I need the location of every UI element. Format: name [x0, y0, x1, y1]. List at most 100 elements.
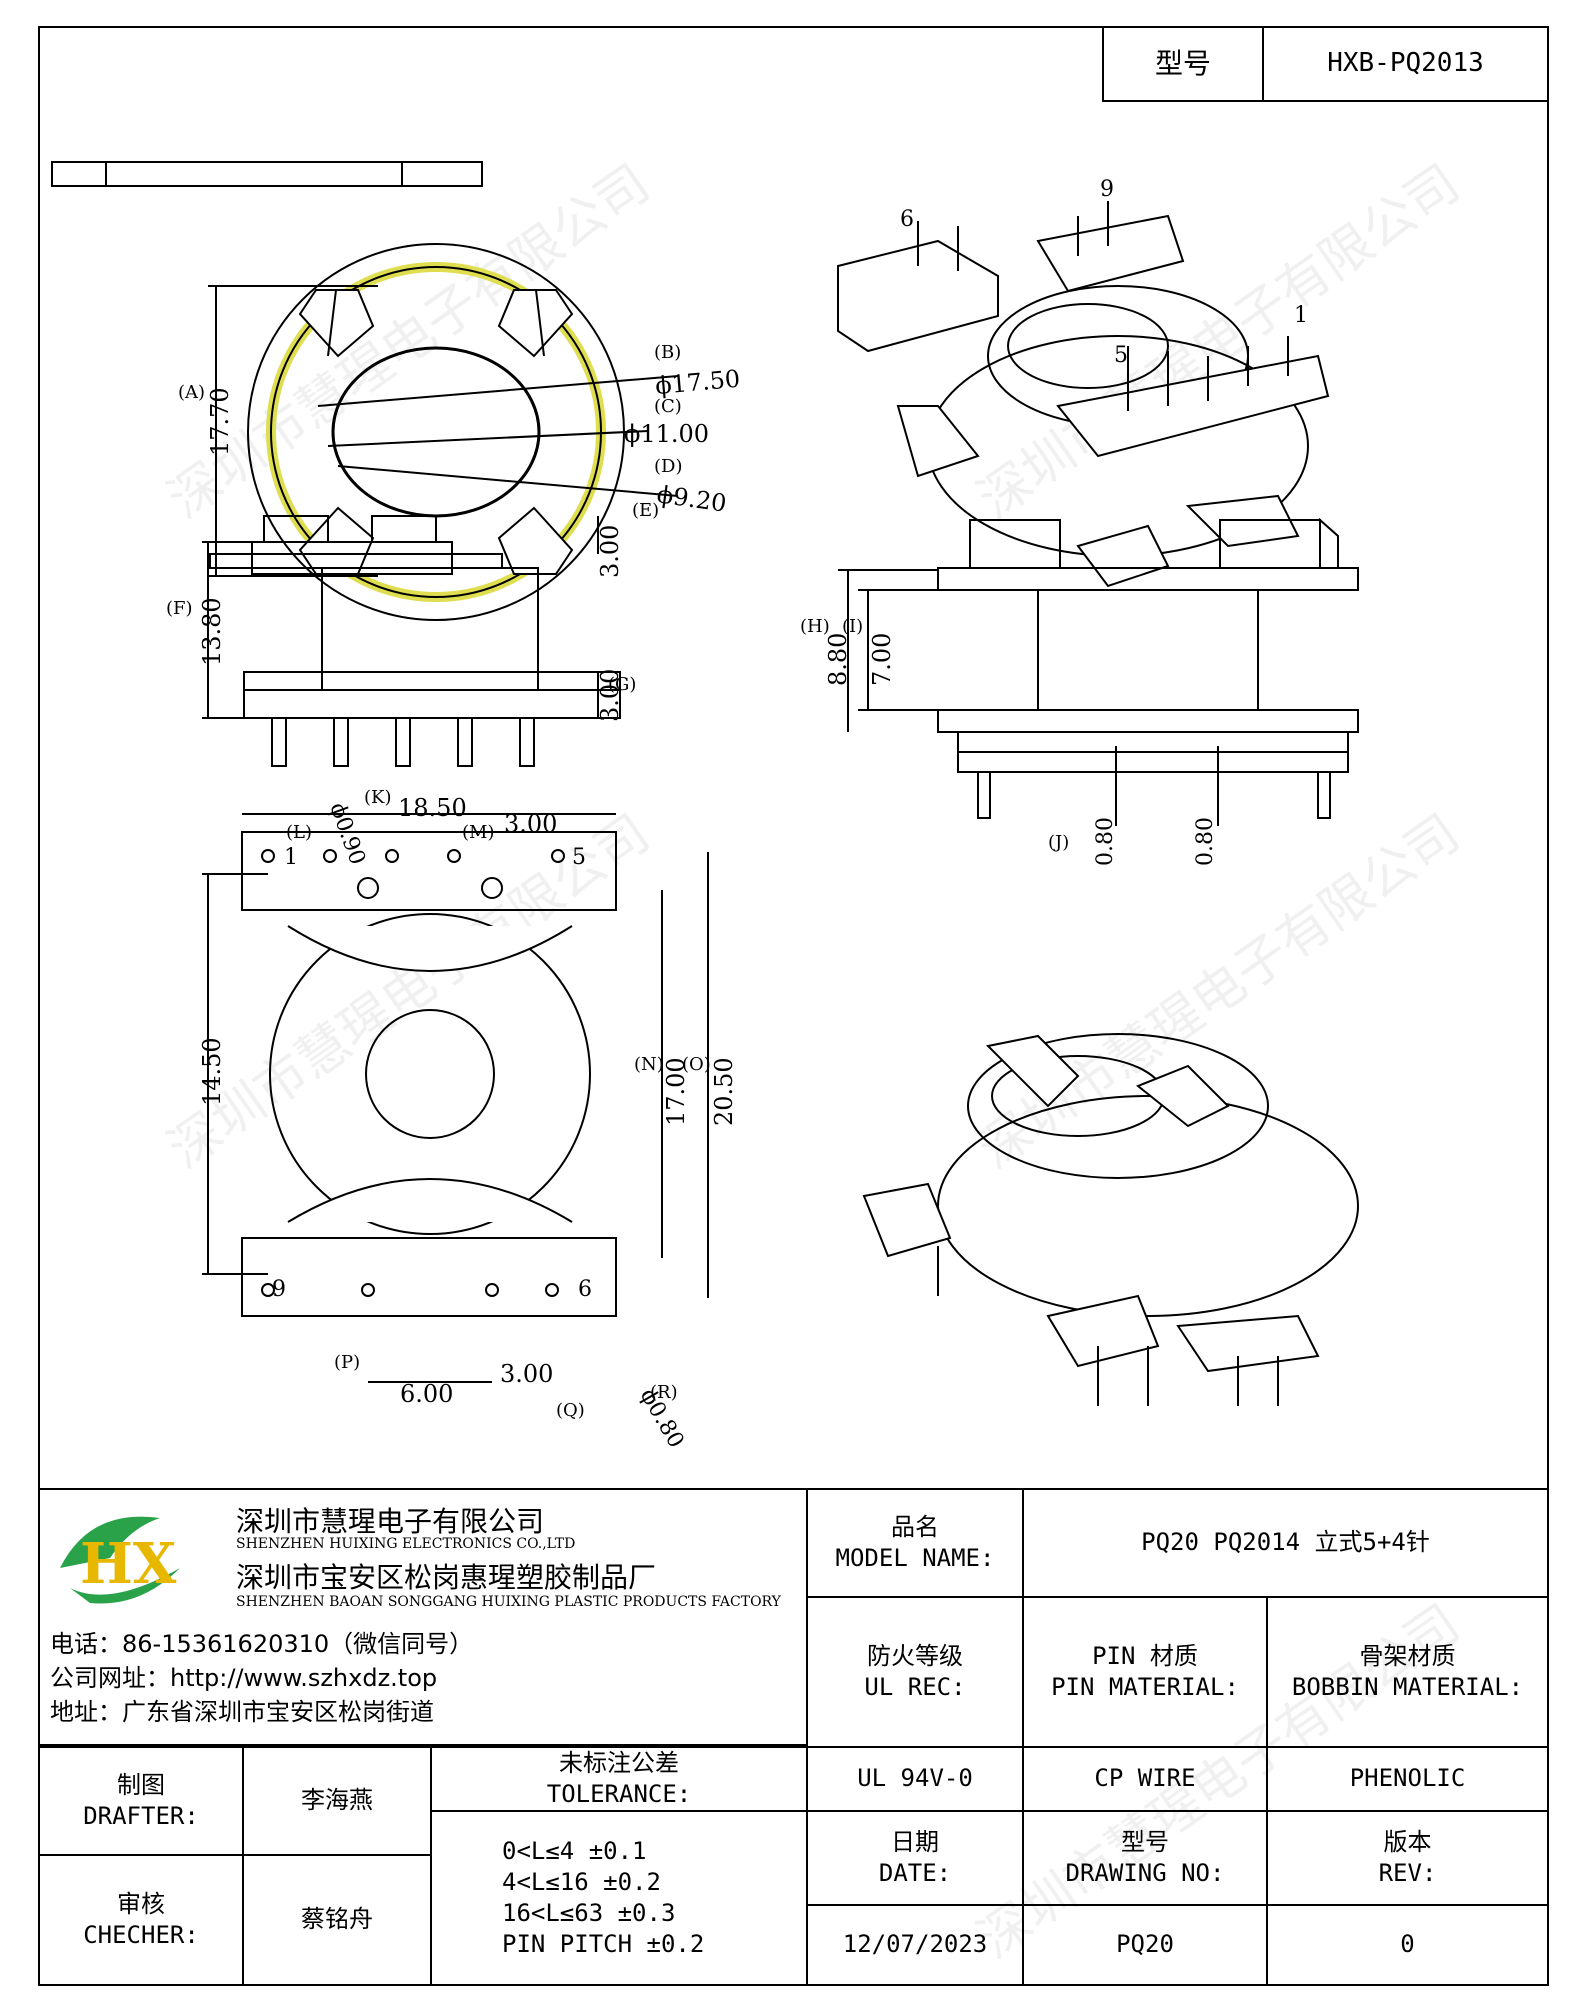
bobbin-material-value-cell: PHENOLIC — [1266, 1746, 1549, 1812]
tolerance-cn: 未标注公差 — [559, 1748, 679, 1777]
rev-en: REV: — [1378, 1859, 1437, 1887]
technical-drawing: (A) 17.70 (B) ϕ17.50 (C) ϕ11.00 (D) ϕ9.2… — [51, 161, 1359, 1452]
company-phone: 电话：86-15361620310（微信同号） — [50, 1630, 474, 1658]
model-name-value: PQ20 PQ2014 立式5+4针 — [1141, 1528, 1430, 1557]
label-F: (F) — [166, 598, 193, 619]
label-R: (R) — [650, 1382, 678, 1403]
front-view: (F) 13.80 (E) 3.00 (G) 3.00 — [166, 500, 659, 767]
dim-M: 3.00 — [504, 810, 557, 838]
label-M: (M) — [462, 822, 494, 843]
pin-material-value: CP WIRE — [1094, 1764, 1196, 1793]
rev-label-cell: 版本 REV: — [1266, 1810, 1549, 1906]
tolerance-line: PIN PITCH ±0.2 — [502, 1930, 705, 1959]
iso-pin-5: 5 — [1114, 343, 1128, 368]
dim-D: ϕ9.20 — [655, 480, 728, 517]
dim-I: 7.00 — [868, 633, 896, 686]
checker-label-cell: 审核 CHECHER: — [38, 1854, 244, 1986]
dim-J1: 0.80 — [1093, 817, 1118, 866]
pin-1: 1 — [284, 845, 298, 870]
pin-material-en: PIN MATERIAL: — [1051, 1673, 1239, 1701]
bobbin-material-en: BOBBIN MATERIAL: — [1291, 1673, 1524, 1701]
pin-6: 6 — [578, 1277, 592, 1302]
ul-label-en: UL REC: — [864, 1673, 966, 1701]
model-name-label-cell: 品名 MODEL NAME: — [806, 1488, 1024, 1598]
label-B: (B) — [654, 342, 681, 363]
tolerance-en: TOLERANCE: — [546, 1780, 692, 1808]
dim-A: 17.70 — [206, 387, 234, 456]
date-value: 12/07/2023 — [842, 1930, 988, 1959]
header-model-value-cell: HXB-PQ2013 — [1262, 26, 1549, 102]
isometric-view-top: 6 9 1 5 — [837, 177, 1330, 588]
label-Q: (Q) — [556, 1400, 585, 1421]
drawing-no-en: DRAWING NO: — [1065, 1859, 1225, 1887]
dim-J2: 0.80 — [1193, 817, 1218, 866]
dim-O: 20.50 — [710, 1057, 738, 1126]
model-name-value-cell: PQ20 PQ2014 立式5+4针 — [1022, 1488, 1549, 1598]
dim-K: 18.50 — [398, 794, 467, 822]
drawing-no-cn: 型号 — [1121, 1827, 1169, 1856]
ul-value: UL 94V-0 — [857, 1764, 973, 1793]
date-cn: 日期 — [891, 1827, 939, 1856]
company-website: 公司网址：http://www.szhxdz.top — [50, 1664, 438, 1692]
drawing-no-value: PQ20 — [1116, 1930, 1174, 1959]
ul-label-cell: 防火等级 UL REC: — [806, 1596, 1024, 1748]
company-info-block: HX 深圳市慧瑆电子有限公司 SHENZHEN HUIXING ELECTRON… — [38, 1488, 808, 1746]
isometric-view-bottom — [862, 1033, 1359, 1406]
model-name-en: MODEL NAME: — [835, 1544, 995, 1572]
company-name-cn: 深圳市慧瑆电子有限公司 — [236, 1505, 545, 1538]
drafter-cn: 制图 — [117, 1770, 165, 1799]
dim-C: ϕ11.00 — [624, 420, 709, 448]
pin-material-value-cell: CP WIRE — [1022, 1746, 1268, 1812]
tolerance-line: 16<L≤63 ±0.3 — [502, 1899, 676, 1927]
iso-pin-1: 1 — [1294, 303, 1308, 328]
company-address: 地址：广东省深圳市宝安区松岗街道 — [50, 1698, 434, 1726]
label-D: (D) — [654, 456, 682, 477]
drawing-no-value-cell: PQ20 — [1022, 1904, 1268, 1986]
label-H: (H) — [800, 616, 830, 637]
rev-value-cell: 0 — [1266, 1904, 1549, 1986]
pin-material-cn: PIN 材质 — [1092, 1641, 1198, 1670]
label-I: (I) — [842, 616, 863, 637]
dim-H: 8.80 — [824, 633, 852, 686]
drawing-no-label-cell: 型号 DRAWING NO: — [1022, 1810, 1268, 1906]
dim-B: ϕ17.50 — [654, 365, 741, 400]
bobbin-material-label-cell: 骨架材质 BOBBIN MATERIAL: — [1266, 1596, 1549, 1748]
top-view: (A) 17.70 (B) ϕ17.50 (C) ϕ11.00 (D) ϕ9.2… — [178, 243, 741, 621]
checker-name: 蔡铭舟 — [301, 1905, 373, 1934]
label-J: (J) — [1048, 832, 1069, 853]
drafter-en: DRAFTER: — [83, 1802, 199, 1830]
bobbin-material-value: PHENOLIC — [1349, 1764, 1466, 1793]
tolerance-label-cell: 未标注公差 TOLERANCE: — [430, 1746, 808, 1812]
label-K: (K) — [364, 787, 392, 808]
dim-P: 6.00 — [400, 1380, 453, 1408]
ul-label-cn: 防火等级 — [867, 1641, 963, 1670]
tolerance-line: 4<L≤16 ±0.2 — [502, 1867, 661, 1896]
checker-name-cell: 蔡铭舟 — [242, 1854, 432, 1986]
bobbin-material-cn: 骨架材质 — [1359, 1641, 1456, 1670]
tolerance-line: 0<L≤4 ±0.1 — [502, 1836, 647, 1865]
pin-9: 9 — [272, 1277, 286, 1302]
label-P: (P) — [334, 1352, 360, 1373]
dim-G: 3.00 — [596, 669, 624, 722]
label-G: (G) — [608, 674, 636, 695]
drafter-name-cell: 李海燕 — [242, 1746, 432, 1856]
dim-N: 17.00 — [662, 1057, 690, 1126]
dim-left: 14.50 — [198, 1037, 226, 1106]
company-logo: HX — [60, 1516, 180, 1604]
checker-cn: 审核 — [117, 1889, 165, 1918]
rev-cn: 版本 — [1383, 1827, 1432, 1856]
rev-value: 0 — [1400, 1930, 1415, 1959]
date-en: DATE: — [878, 1859, 952, 1887]
dim-L: ϕ0.90 — [324, 800, 369, 869]
bottom-view: (K) 18.50 (L) ϕ0.90 (M) 3.00 (N) (O) 17.… — [198, 787, 738, 1452]
pin-5: 5 — [572, 845, 586, 870]
label-N: (N) — [634, 1054, 664, 1075]
label-L: (L) — [286, 822, 312, 843]
ul-value-cell: UL 94V-0 — [806, 1746, 1024, 1812]
model-name-cn: 品名 — [891, 1512, 939, 1541]
date-value-cell: 12/07/2023 — [806, 1904, 1024, 1986]
dim-E: 3.00 — [596, 525, 624, 578]
iso-pin-6: 6 — [900, 207, 914, 232]
checker-en: CHECHER: — [83, 1921, 199, 1949]
company-name-en: SHENZHEN HUIXING ELECTRONICS CO.,LTD — [236, 1536, 576, 1552]
